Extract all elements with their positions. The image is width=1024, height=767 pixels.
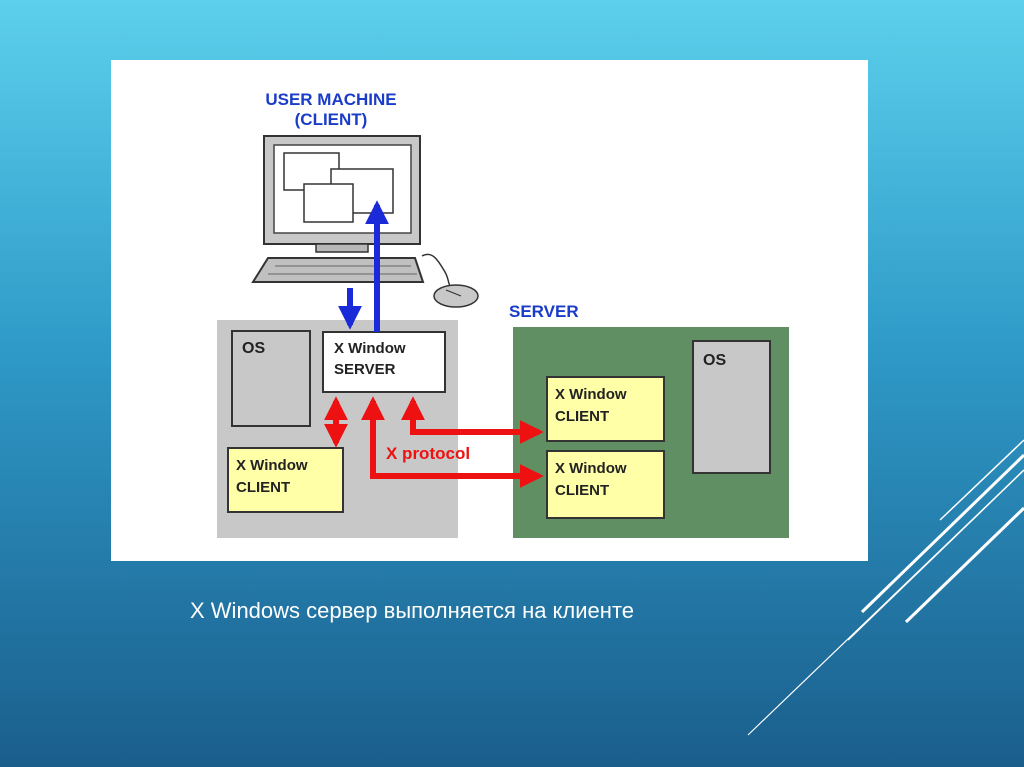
user-machine-subtitle: (CLIENT) xyxy=(295,110,368,129)
client-os-label: OS xyxy=(242,340,265,357)
mouse-icon xyxy=(421,253,479,308)
server-title: SERVER xyxy=(509,302,579,321)
remote-client-2-label-line2: CLIENT xyxy=(555,482,609,499)
x-window-server-label-line2: SERVER xyxy=(334,361,396,378)
remote-client-1-label-line2: CLIENT xyxy=(555,408,609,425)
remote-x-window-client-box-2 xyxy=(546,450,665,519)
x-window-server-box xyxy=(322,331,446,393)
x-protocol-label: X protocol xyxy=(386,444,470,463)
server-os-label: OS xyxy=(703,352,726,369)
client-os-box xyxy=(231,330,311,427)
local-client-label-line1: X Window xyxy=(236,457,308,474)
local-x-window-client-box xyxy=(227,447,344,513)
remote-client-2-label-line1: X Window xyxy=(555,460,627,477)
remote-x-window-client-box-1 xyxy=(546,376,665,442)
diagram-panel: USER MACHINE (CLIENT) SERVER OS xyxy=(111,60,868,561)
user-machine-title: USER MACHINE xyxy=(265,90,396,109)
local-client-label-line2: CLIENT xyxy=(236,479,290,496)
monitor-icon xyxy=(263,135,421,253)
x-window-diagram: USER MACHINE (CLIENT) SERVER OS xyxy=(217,90,789,538)
keyboard-icon xyxy=(251,257,425,283)
slide-caption: X Windows сервер выполняется на клиенте xyxy=(190,598,635,623)
red-arrow-server-remote-client-2 xyxy=(361,396,544,488)
remote-client-1-label-line1: X Window xyxy=(555,386,627,403)
server-os-box xyxy=(692,340,771,474)
x-window-server-label-line1: X Window xyxy=(334,340,406,357)
decorative-diagonal-lines xyxy=(747,439,1024,736)
